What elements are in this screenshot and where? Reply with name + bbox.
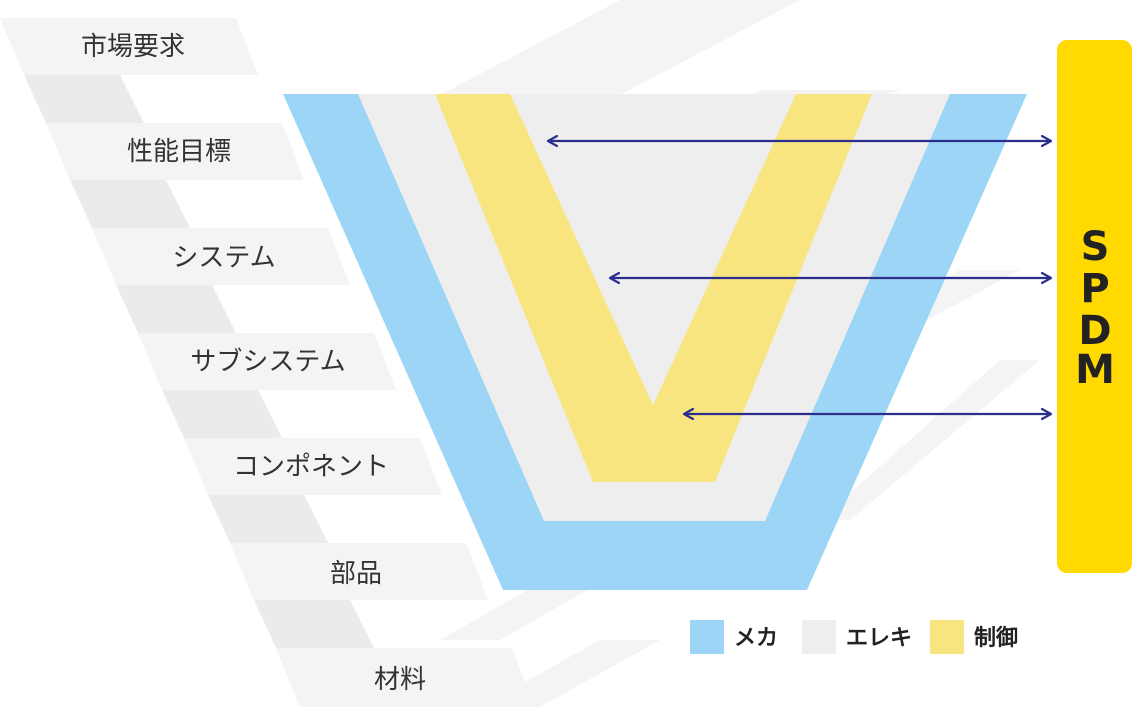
- level-labels: 市場要求 性能目標 システム サブシステム コンポネント 部品 材料: [81, 32, 426, 695]
- legend-swatch-mechanical: [690, 620, 724, 654]
- level-label-component: コンポネント: [233, 452, 389, 482]
- band-gap: [70, 180, 190, 228]
- spdm-letter: S: [1081, 224, 1110, 270]
- legend-label-electrical: エレキ: [846, 626, 912, 651]
- level-band: [138, 333, 396, 390]
- v-shapes: [283, 94, 1027, 590]
- level-label-material: 材料: [374, 665, 426, 695]
- arrows: [548, 141, 1051, 414]
- level-band: [276, 648, 534, 707]
- legend-label-mechanical: メカ: [734, 626, 778, 651]
- spdm-letter: M: [1075, 347, 1115, 393]
- band-extension: [440, 0, 800, 95]
- level-label-subsystem: サブシステム: [190, 347, 345, 377]
- level-band: [46, 123, 304, 180]
- legend-swatch-electrical: [802, 620, 836, 654]
- level-band: [0, 18, 258, 75]
- band-gap: [116, 285, 236, 333]
- band-extension: [480, 640, 660, 707]
- band-gap: [208, 495, 328, 543]
- level-band: [92, 228, 350, 285]
- level-label-parts: 部品: [330, 559, 382, 589]
- spdm-letter: P: [1080, 266, 1109, 312]
- level-label-system: システム: [172, 243, 275, 273]
- spdm-letter: D: [1078, 308, 1111, 354]
- legend: メカ エレキ 制御: [690, 620, 1018, 654]
- spdm-panel: S P D M: [1057, 40, 1132, 573]
- v-shape-electrical-inner: [510, 94, 796, 405]
- level-label-performance-targets: 性能目標: [127, 137, 231, 167]
- legend-label-control: 制御: [974, 625, 1018, 651]
- level-label-market-requirements: 市場要求: [81, 32, 185, 62]
- band-extension: [820, 360, 1040, 520]
- band-gap: [254, 600, 374, 648]
- level-band: [230, 543, 488, 600]
- level-band: [184, 438, 442, 495]
- band-gap: [162, 390, 282, 438]
- band-gap: [24, 75, 144, 123]
- legend-swatch-control: [930, 620, 964, 654]
- spdm-bar: [1057, 40, 1132, 573]
